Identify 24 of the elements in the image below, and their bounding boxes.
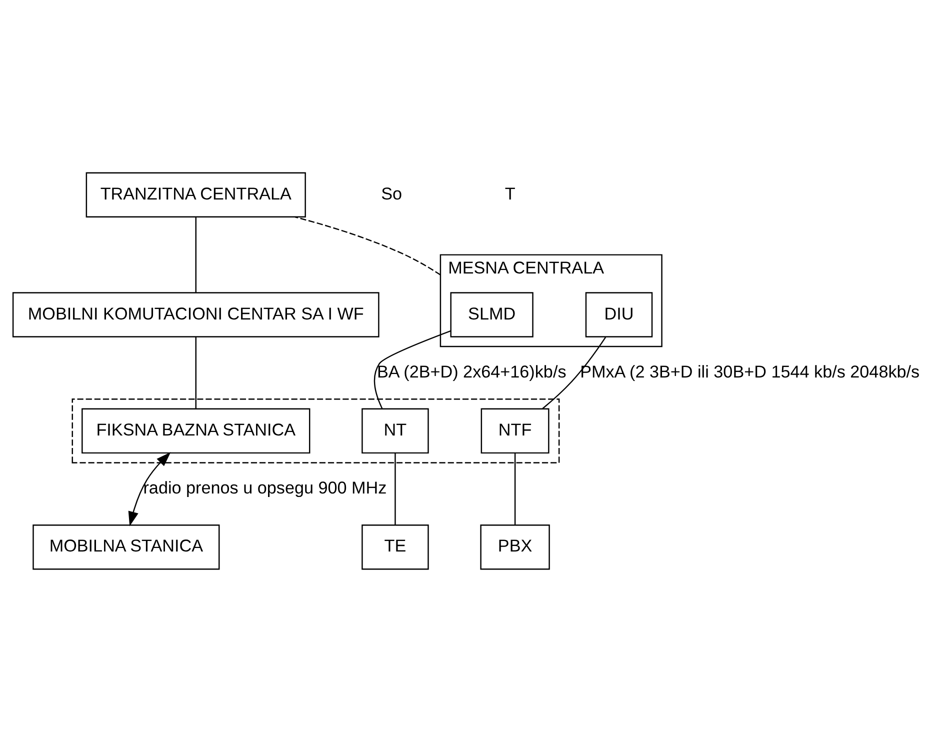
- node-box: MOBILNI KOMUTACIONI CENTAR SA I WF: [12, 292, 380, 338]
- edge-label: BA (2B+D) 2x64+16)kb/s: [377, 362, 566, 382]
- edge-label: radio prenos u opsegu 900 MHz: [143, 478, 387, 498]
- label: T: [504, 184, 516, 204]
- connector: [195, 336, 196, 409]
- arrow: [128, 452, 171, 526]
- cluster: [72, 398, 560, 464]
- node-box: DIU: [585, 292, 653, 338]
- connector: [542, 336, 606, 410]
- node-box: NTF: [480, 408, 550, 454]
- node-box: SLMD: [450, 292, 534, 338]
- node-box: MOBILNA STANICA: [32, 524, 220, 570]
- connector: [294, 216, 441, 276]
- node-box: FIKSNA BAZNA STANICA: [82, 408, 310, 454]
- connector: [374, 330, 451, 409]
- label: So: [381, 184, 402, 204]
- node-box: PBX: [480, 524, 550, 570]
- connector: [514, 453, 516, 525]
- edge-label: PMxA (2 3B+D ili 30B+D 1544 kb/s 2048kb/s: [580, 362, 920, 382]
- node-box: TE: [362, 524, 429, 570]
- connector: [394, 453, 396, 525]
- node-box: NT: [362, 408, 429, 454]
- connector: [195, 217, 196, 293]
- node-box: TRANZITNA CENTRALA: [86, 172, 306, 218]
